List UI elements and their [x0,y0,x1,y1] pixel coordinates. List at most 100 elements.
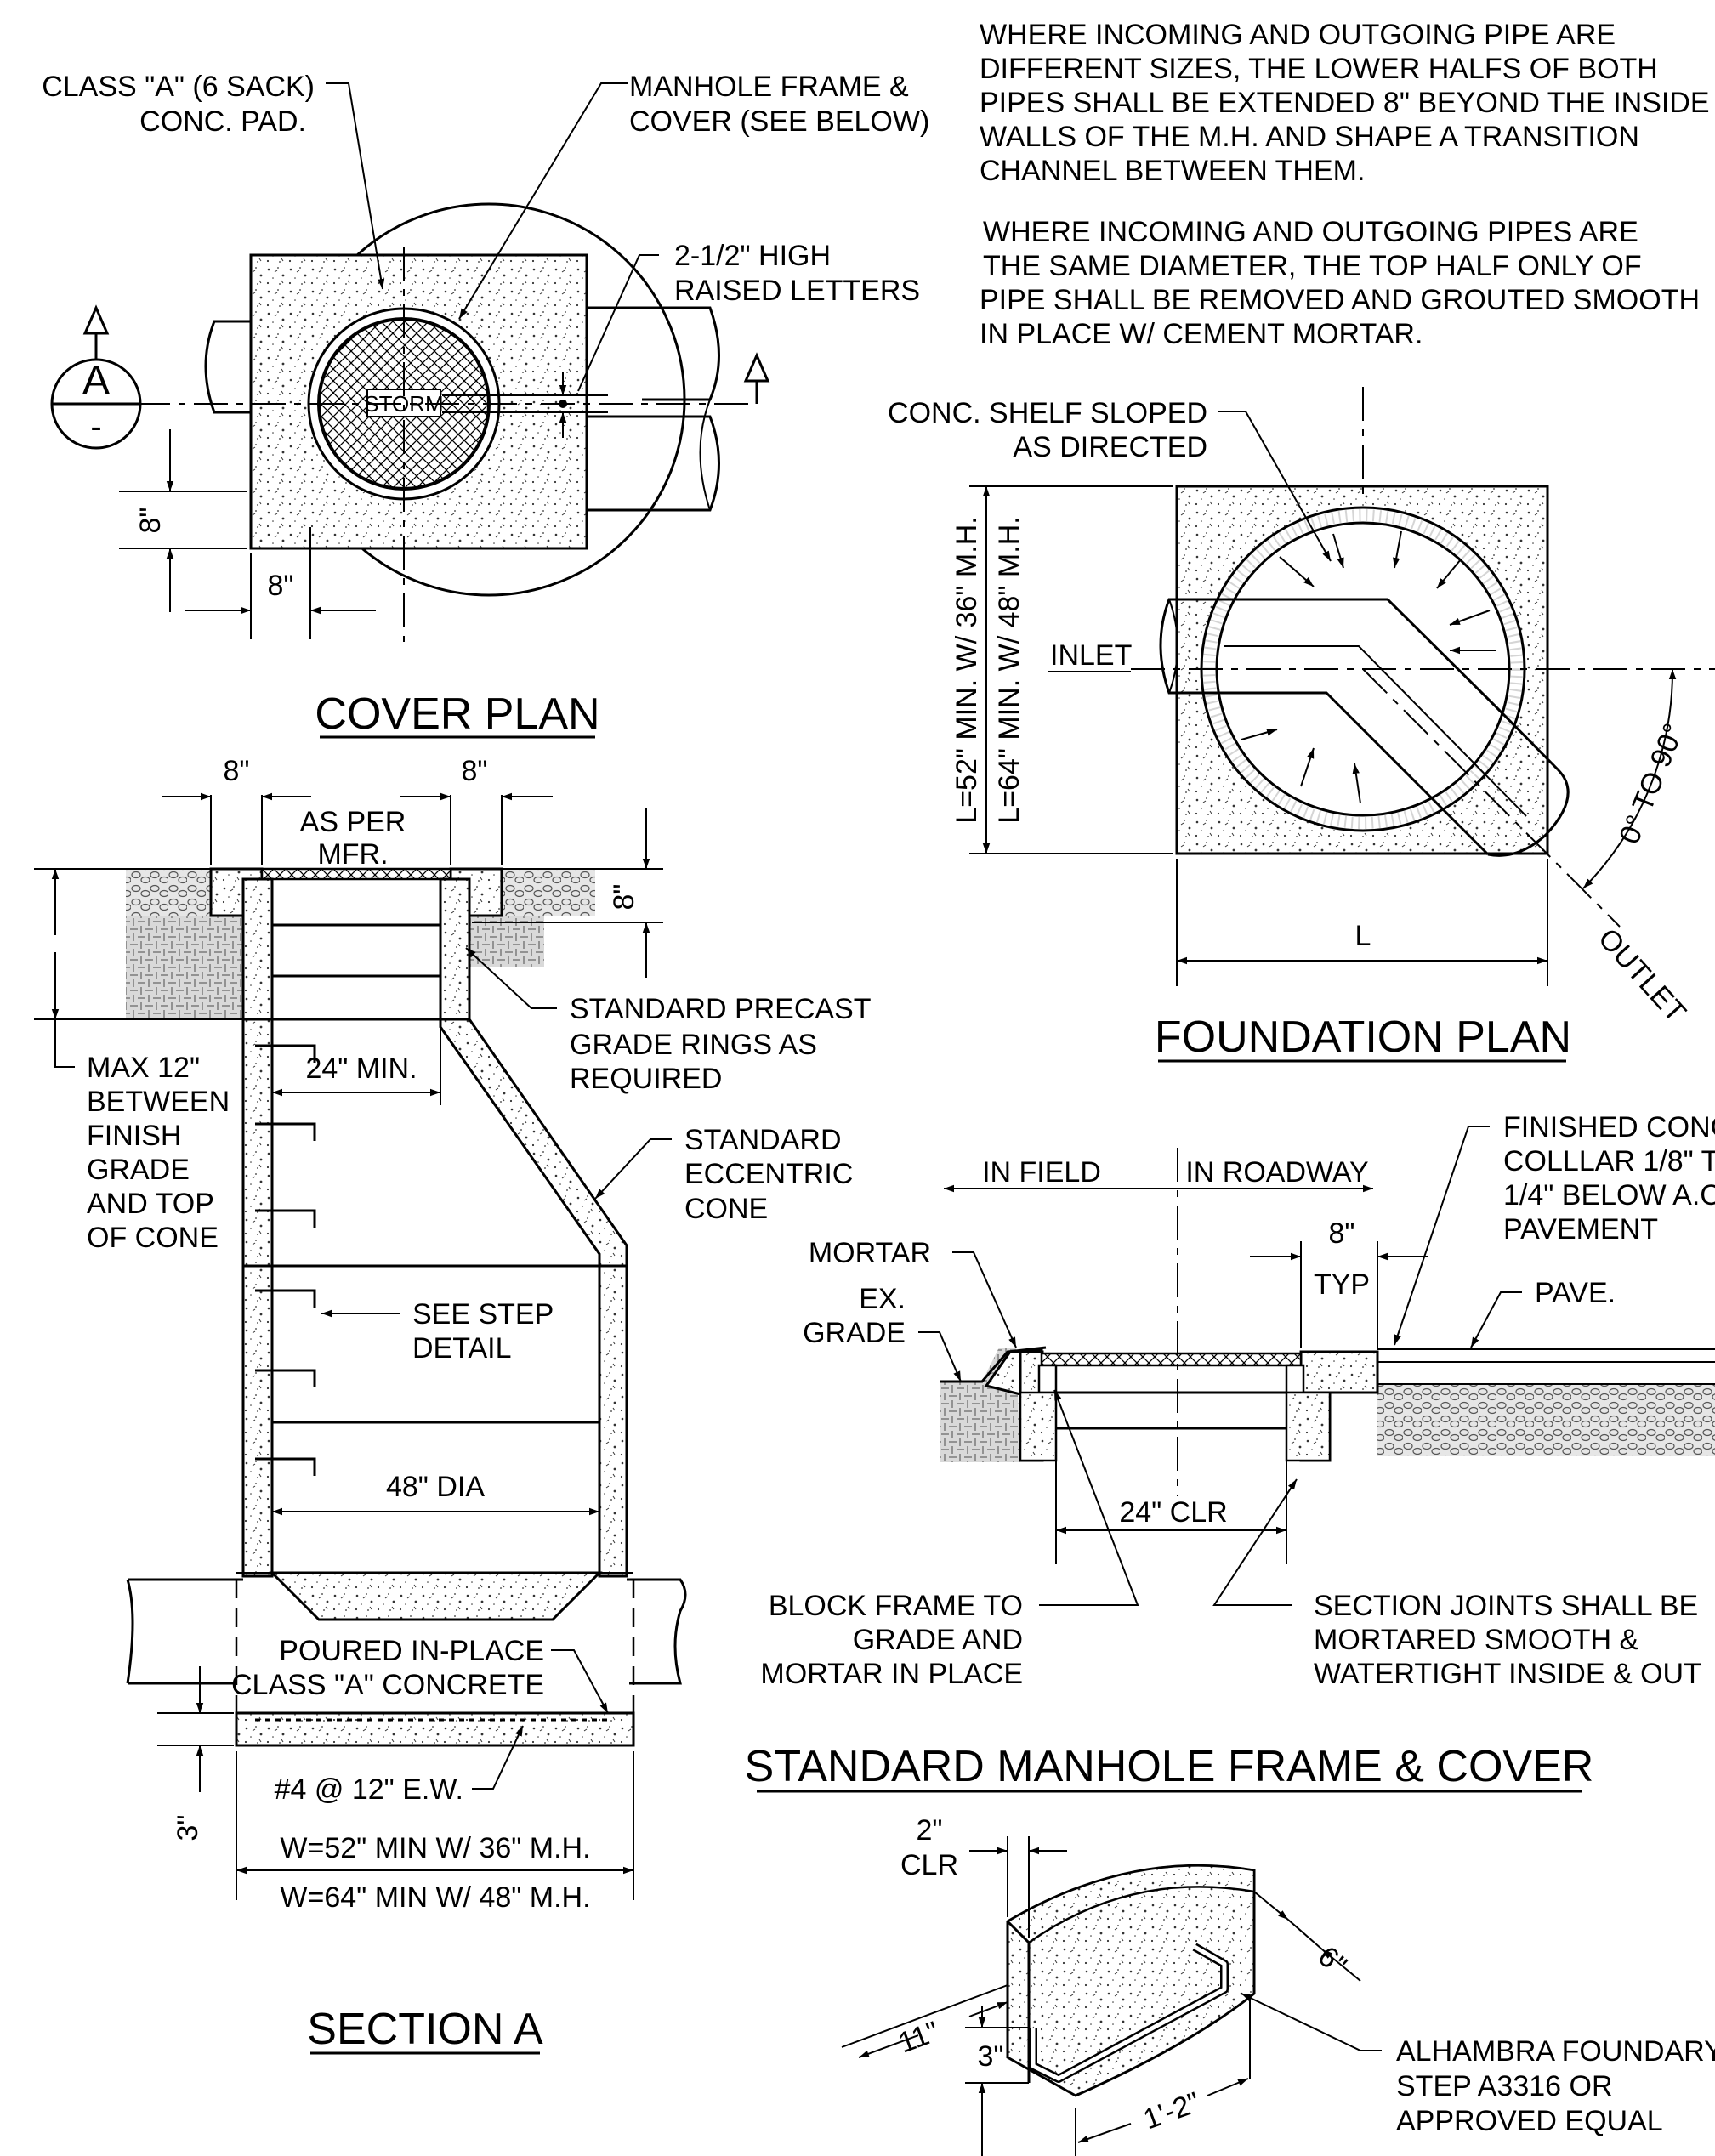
typ-label: TYP [1314,1268,1370,1301]
angle-arc [1582,668,1677,889]
inlet-pipe [204,320,251,414]
note-line: PIPES SHALL BE EXTENDED 8" BEYOND THE IN… [980,87,1710,119]
outlet-pipe-lower [587,415,720,512]
as-per-label: AS PER [300,806,406,838]
rings-label: GRADE RINGS AS [570,1029,817,1061]
dim-8-top-right: 8" [462,755,488,787]
manhole-steps [255,1044,316,1476]
note-line: WHERE INCOMING AND OUTGOING PIPES ARE [983,216,1638,248]
dim-11-step: 11" [894,2016,944,2060]
ex-grade-label: EX. [859,1283,906,1315]
section-a: 8" 8" AS PER MFR. 8" STANDARD PRECAST GR… [34,755,872,2055]
w-36-label: W=52" MIN W/ 36" M.H. [280,1832,590,1864]
in-field-label: IN FIELD [982,1156,1101,1189]
channel-invert [269,1571,603,1621]
shelf-label: CONC. SHELF SLOPED [888,397,1207,429]
section-marker-sheet: - [90,408,101,445]
step-block [1006,1864,1256,2097]
w-48-label: W=64" MIN W/ 48" M.H. [280,1881,590,1914]
collar-label: 1/4" BELOW A.C. [1503,1179,1715,1211]
max-label: OF CONE [87,1222,219,1254]
conc-collar [1299,1350,1379,1394]
rebar-label: #4 @ 12" E.W. [275,1773,463,1806]
cone-label: STANDARD [684,1124,842,1156]
dim-8-vertical: 8" [134,508,167,534]
dim-8-typ: 8" [1329,1217,1355,1250]
poured-label: POURED IN-PLACE [279,1635,544,1667]
dim-8-rings: 8" [608,884,640,911]
section-pipes [128,1578,687,1685]
in-roadway-label: IN ROADWAY [1185,1156,1368,1189]
step-detail: 2" CLR 6" 11" 3" 1'-2" ALHAMBRA FOUNDARY… [841,1814,1715,2156]
dia-48-label: 48" DIA [386,1471,485,1503]
outlet-pipe-upper [587,306,720,401]
note-line: WHERE INCOMING AND OUTGOING PIPE ARE [980,19,1616,51]
foundation-plan: CONC. SHELF SLOPED AS DIRECTED INLET OUT… [888,387,1715,1063]
ex-grade-label: GRADE [803,1317,906,1349]
grade-ring-wall-left [241,877,274,1021]
inlet-label: INLET [1050,639,1132,672]
angle-label: 0° TO 90° [1613,719,1690,848]
poured-label: CLASS "A" CONCRETE [231,1669,544,1701]
frame-cover-title: STANDARD MANHOLE FRAME & COVER [745,1742,1594,1791]
section-arrow-left [82,304,110,335]
max-label: GRADE [87,1154,190,1186]
frame-label: COVER (SEE BELOW) [629,105,929,138]
frame-label: MANHOLE FRAME & [629,71,909,103]
step-detail-label: DETAIL [412,1332,512,1365]
step-spec-label: ALHAMBRA FOUNDARY [1396,2035,1715,2068]
joints-label: MORTARED SMOOTH & [1314,1624,1639,1656]
dim-8-horizontal: 8" [268,570,294,602]
dim-3-step: 3" [978,2040,1004,2073]
dim-3-slab: 3" [172,1815,204,1841]
section-marker-letter: A [82,358,110,403]
dim-12-step: 1'-2" [1139,2086,1205,2136]
dim-l: L [1355,920,1371,952]
concrete-pad [249,253,588,550]
clr-2-dim: 2" [917,1814,943,1847]
note-line: WALLS OF THE M.H. AND SHAPE A TRANSITION [980,121,1639,153]
clr-24-label: 24" CLR [1119,1496,1227,1529]
pad-label: CONC. PAD. [139,105,306,138]
joints-label: WATERTIGHT INSIDE & OUT [1314,1658,1701,1690]
frame-cover-detail: IN FIELD IN ROADWAY 8" TYP MORTAR EX. GR… [745,1111,1715,1793]
frame-cover-detail-lid [1040,1352,1303,1367]
as-per-label: MFR. [317,838,388,871]
block-label: GRADE AND [853,1624,1023,1656]
max-label: BETWEEN [87,1086,230,1118]
barrel-wall-left [241,1264,274,1578]
cover-plan: STORM A - CLASS "A" (6 SACK) CONC. PAD. … [42,71,929,739]
note-line: DIFFERENT SIZES, THE LOWER HALFS OF BOTH [980,53,1658,85]
section-a-title: SECTION A [307,2005,543,2054]
barrel-wall-right [598,1264,628,1578]
note-line: PIPE SHALL BE REMOVED AND GROUTED SMOOTH [980,284,1700,316]
collar-label: PAVEMENT [1503,1213,1658,1245]
outlet-label: OUTLET [1592,922,1692,1029]
clr-label: CLR [900,1849,958,1881]
shelf-label: AS DIRECTED [1013,431,1207,463]
joints-label: SECTION JOINTS SHALL BE [1314,1590,1698,1622]
max-label: FINISH [87,1120,181,1152]
mortar-label: MORTAR [809,1237,931,1269]
step-detail-label: SEE STEP [412,1298,554,1330]
foundation-plan-title: FOUNDATION PLAN [1155,1013,1571,1062]
note-line: IN PLACE W/ CEMENT MORTAR. [980,318,1423,350]
grade-ring-wall-right [439,877,471,1021]
collar-label: FINISHED CONC. [1503,1111,1715,1143]
base-slab [235,1711,635,1747]
letters-label: 2-1/2" HIGH [674,240,831,272]
outlet-pipe-foundation [1487,768,1570,857]
max-label: AND TOP [87,1188,214,1220]
cover-plan-title: COVER PLAN [315,689,599,739]
pave-label: PAVE. [1535,1277,1616,1309]
dim-l-48: L=64" MIN. W/ 48" M.H. [993,516,1025,823]
collar-label: COLLLAR 1/8" TO [1503,1145,1715,1177]
dim-8-top-left: 8" [224,755,250,787]
max-label: MAX 12" [87,1052,200,1084]
block-label: BLOCK FRAME TO [769,1590,1023,1622]
cone-label: CONE [684,1193,768,1225]
cone-label: ECCENTRIC [684,1158,853,1190]
note-line: THE SAME DIAMETER, THE TOP HALF ONLY OF [983,250,1642,282]
cone-wall-left [241,1018,274,1268]
